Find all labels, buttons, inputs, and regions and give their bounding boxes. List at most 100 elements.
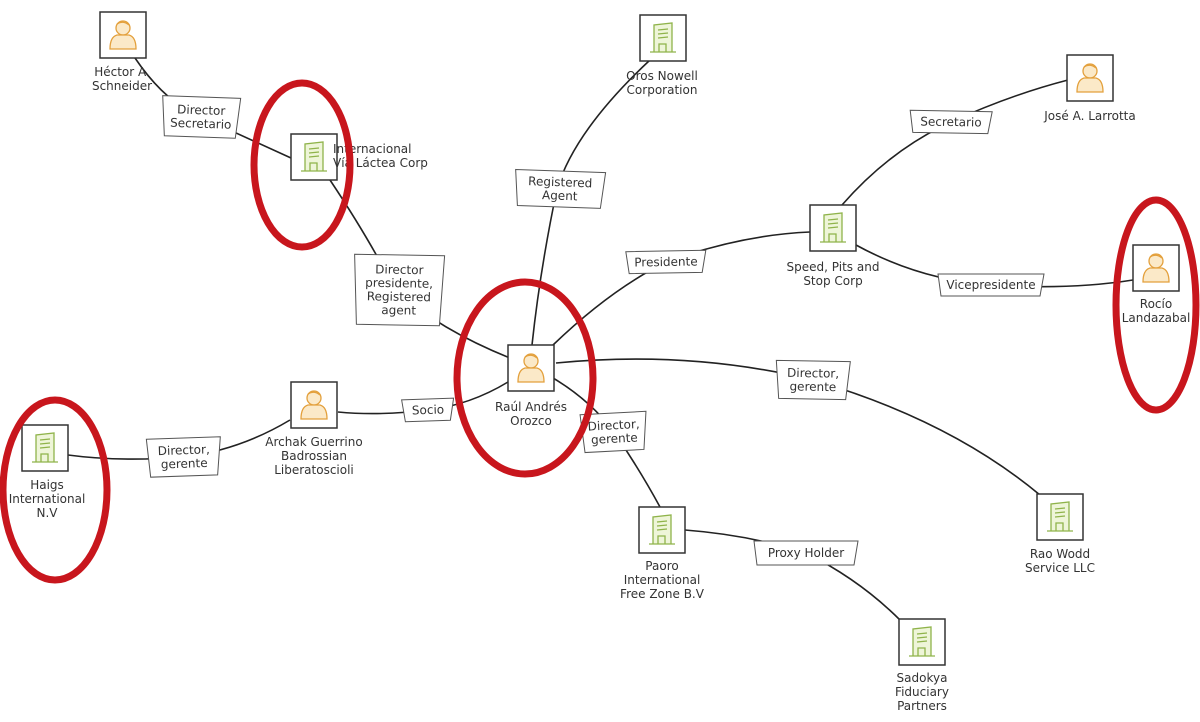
edge-label-text: Agent [542, 188, 578, 203]
node-label: Liberatoscioli [274, 463, 354, 477]
edge-label-text: Director, [787, 366, 839, 381]
highlight-circle-rocio [1112, 196, 1200, 414]
edges-layer [67, 57, 1134, 621]
edge-label-text: presidente, [365, 276, 433, 291]
edge-label: Socio [401, 397, 455, 423]
node-label: Héctor A. [94, 65, 150, 79]
node-label: Sadokya [897, 671, 948, 685]
person-icon [300, 390, 328, 420]
node-label: Corporation [627, 83, 698, 97]
edge-label-box [401, 397, 455, 423]
node-label: International [9, 492, 86, 506]
edge-label-text: gerente [789, 379, 836, 394]
node-label: Free Zone B.V [620, 587, 705, 601]
node-box[interactable] [1036, 493, 1084, 541]
highlight-circle-via-lactea [250, 79, 354, 251]
edge-raul-speed [552, 231, 811, 346]
node-label: N.V [37, 506, 59, 520]
edge-label-box [909, 109, 993, 135]
node-label: Paoro [645, 559, 678, 573]
edge-label-text: Proxy Holder [768, 546, 844, 560]
edge-label-text: agent [381, 303, 416, 318]
edge-speed-jose [841, 79, 1069, 206]
node-label: Raúl Andrés [495, 400, 567, 414]
node-label: Rocío [1140, 297, 1172, 311]
edge-label: Vicepresidente [937, 273, 1045, 297]
node-label: Vía Láctea Corp [333, 156, 428, 170]
edge-label-text: Socio [412, 402, 445, 417]
building-icon [909, 626, 935, 657]
node-label: José A. Larrotta [1043, 109, 1136, 123]
node-box[interactable] [290, 133, 338, 181]
edge-label: Director,gerente [775, 359, 851, 401]
node-label: Orozco [510, 414, 552, 428]
edge-label-text: Director, [587, 417, 640, 434]
node-jose[interactable]: José A. Larrotta [1043, 54, 1136, 123]
person-icon [109, 20, 137, 50]
node-hector[interactable]: Héctor A.Schneider [92, 11, 152, 93]
edge-label-box [162, 95, 242, 139]
edge-label: Director,gerente [145, 436, 221, 478]
edge-label-box [515, 168, 607, 209]
edge-label-text: Secretario [170, 116, 232, 132]
node-box[interactable] [507, 344, 555, 392]
edge-label-text: gerente [161, 456, 208, 472]
edge-label-box [579, 410, 647, 454]
edge-label-text: gerente [591, 431, 638, 447]
node-label: Badrossian [281, 449, 347, 463]
person-icon [517, 353, 545, 383]
highlight-circle-raul [453, 278, 597, 478]
edge-label: Secretario [909, 109, 993, 135]
node-label: Stop Corp [803, 274, 862, 288]
person-icon [1142, 253, 1170, 283]
building-icon [650, 22, 676, 53]
edge-label-text: Secretario [920, 114, 982, 129]
node-label: Haigs [30, 478, 64, 492]
building-icon [649, 514, 675, 545]
building-icon [32, 432, 58, 463]
node-label: Archak Guerrino [265, 435, 362, 449]
edge-label-text: Registered [528, 174, 593, 190]
node-label: International [624, 573, 701, 587]
edge-label: Presidente [625, 249, 707, 275]
highlight-circle-haigs [0, 396, 111, 584]
edge-label-box [753, 540, 859, 566]
building-icon [820, 212, 846, 243]
node-label: Oros Nowell [626, 69, 698, 83]
edge-label-box [354, 253, 446, 327]
building-icon [301, 141, 327, 172]
edge-label: Director,gerente [579, 410, 647, 454]
edge-label-text: Presidente [634, 254, 698, 269]
node-label: Internacional [333, 142, 411, 156]
node-label: Partners [897, 699, 947, 713]
highlight-marks-layer [0, 79, 1200, 584]
node-label: Fiduciary [895, 685, 949, 699]
edge-label-box [145, 436, 221, 478]
edge-label-box [937, 273, 1045, 297]
edge-label-text: Vicepresidente [946, 278, 1035, 292]
node-label: Speed, Pits and [787, 260, 880, 274]
edge-label-text: Director [375, 262, 424, 277]
person-icon [1076, 63, 1104, 93]
node-label: Schneider [92, 79, 152, 93]
node-label: Landazabal [1122, 311, 1191, 325]
edge-labels-layer: DirectorSecretarioDirectorpresidente,Reg… [145, 95, 1045, 566]
edge-label-text: Director, [158, 442, 210, 458]
edge-label-box [625, 249, 707, 275]
edge-label: Proxy Holder [753, 540, 859, 566]
